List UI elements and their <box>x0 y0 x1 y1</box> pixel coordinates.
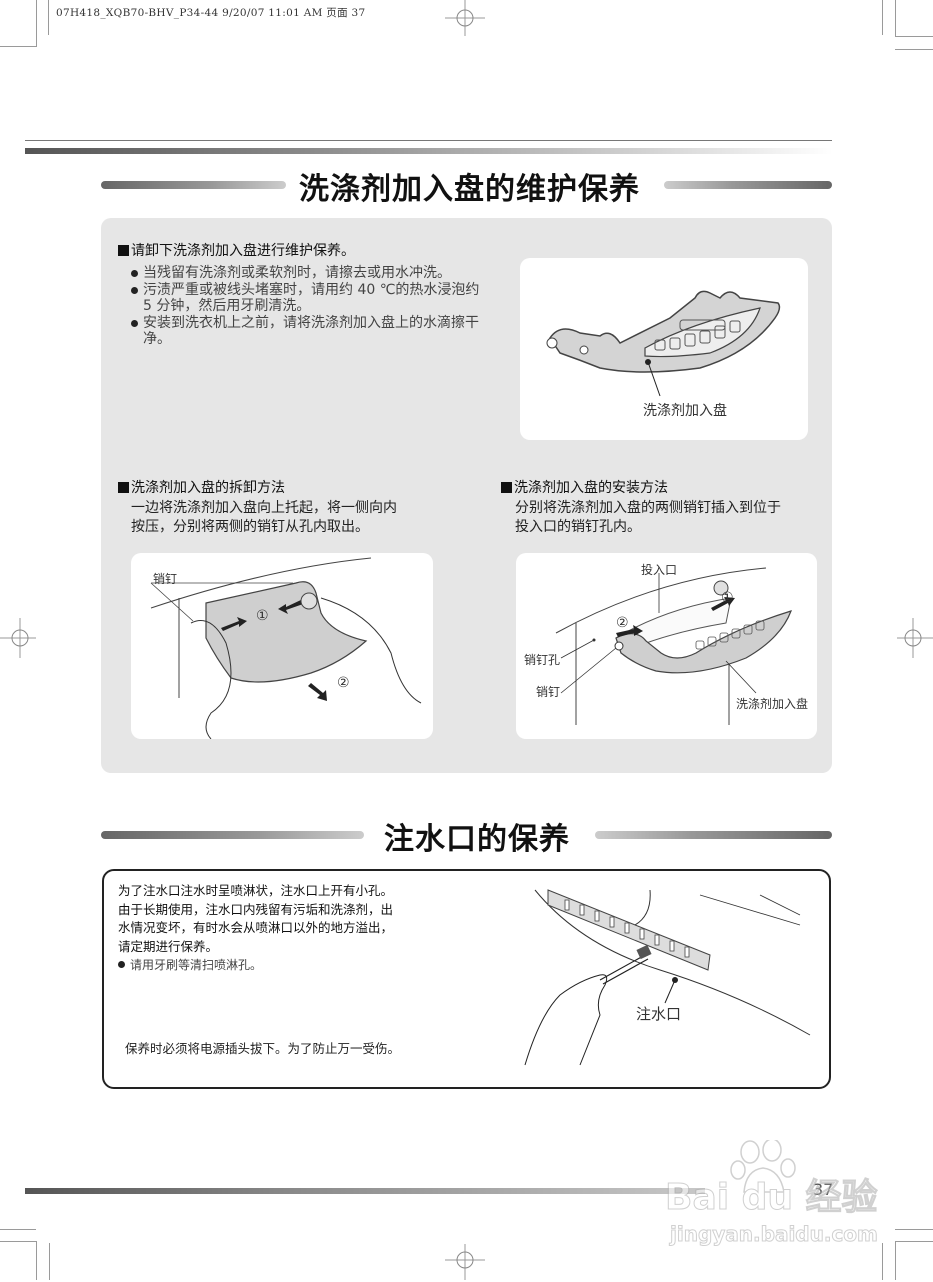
list-item-text: 安装到洗衣机上之前，请将洗涤剂加入盘上的水滴擦干净。 <box>143 314 479 348</box>
intro-heading: 请卸下洗涤剂加入盘进行维护保养。 <box>118 240 355 260</box>
footer-gradient-bar <box>25 1188 705 1194</box>
bullet-dot-icon <box>131 319 138 327</box>
crop-mark <box>895 49 933 50</box>
crop-mark <box>895 1229 933 1230</box>
water-inlet-text: 为了注水口注水时呈喷淋状，注水口上开有小孔。 由于长期使用，注水口内残留有污垢和… <box>118 882 448 975</box>
crop-mark <box>49 1243 50 1280</box>
removal-illustration <box>150 557 422 740</box>
removal-figure: 销钉 ① ② <box>131 553 433 740</box>
step-2-marker: ② <box>337 675 350 691</box>
heading-rule-left <box>101 831 364 839</box>
bullet-dot-icon <box>131 270 138 277</box>
inlet-label: 投入口 <box>641 563 678 577</box>
text-line: 水情况变坏，有时水会从喷淋口以外的地方溢出， <box>118 920 394 935</box>
crop-mark <box>895 1241 896 1280</box>
water-inlet-illustration <box>524 889 811 1066</box>
list-item-text: 污渍严重或被线头堵塞时，请用约 40 ℃的热水浸泡约 5 分钟，然后用牙刷清洗。 <box>143 281 480 315</box>
crop-mark <box>0 46 36 47</box>
crop-mark <box>895 0 896 37</box>
crop-mark <box>36 0 37 47</box>
text-line: 一边将洗涤剂加入盘向上托起，将一侧向内 <box>131 500 397 516</box>
list-item: 污渍严重或被线头堵塞时，请用约 40 ℃的热水浸泡约 5 分钟，然后用牙刷清洗。 <box>131 282 481 315</box>
install-illustration <box>555 567 792 725</box>
crop-mark <box>895 1241 933 1242</box>
print-slug: 07H418_XQB70-BHV_P34-44 9/20/07 11:01 AM… <box>56 7 366 19</box>
paw-print-icon <box>730 1140 796 1193</box>
text-line: 由于长期使用，注水口内残留有污垢和洗涤剂，出 <box>118 901 394 917</box>
text-line: 为了注水口注水时呈喷淋状，注水口上开有小孔。 <box>118 883 394 898</box>
install-text: 分别将洗涤剂加入盘的两侧销钉插入到位于投入口的销钉孔内。 <box>515 499 781 537</box>
removal-text: 一边将洗涤剂加入盘向上托起，将一侧向内按压，分别将两侧的销钉从孔内取出。 <box>131 499 397 537</box>
tray-label: 洗涤剂加入盘 <box>643 403 727 419</box>
text-line: 请定期进行保养。 <box>118 938 219 954</box>
removal-heading: 洗涤剂加入盘的拆卸方法 <box>118 477 285 497</box>
intro-bullet-list: 当残留有洗涤剂或柔软剂时，请擦去或用水冲洗。 污渍严重或被线头堵塞时，请用约 4… <box>131 265 481 348</box>
section-title: 注水口的保养 <box>384 822 570 857</box>
crop-mark <box>48 0 49 35</box>
header-rule <box>25 140 832 141</box>
list-item: 当残留有洗涤剂或柔软剂时，请擦去或用水冲洗。 <box>131 265 481 282</box>
removal-heading-text: 洗涤剂加入盘的拆卸方法 <box>131 480 285 496</box>
crop-mark <box>895 36 933 37</box>
bullet-dot-icon <box>131 286 138 294</box>
pin-label: 销钉 <box>536 685 561 699</box>
registration-mark-icon <box>0 618 36 658</box>
water-inlet-label: 注水口 <box>636 1005 682 1023</box>
crop-mark <box>882 1243 883 1280</box>
list-item-text: 当残留有洗涤剂或柔软剂时，请擦去或用水冲洗。 <box>143 265 451 281</box>
crop-mark <box>0 1229 36 1230</box>
water-inlet-box <box>102 869 831 1089</box>
square-bullet-icon <box>501 482 512 493</box>
square-bullet-icon <box>118 482 129 493</box>
baidu-watermark: Bai du 经验 jingyan.baidu.com <box>660 1140 880 1270</box>
install-heading-text: 洗涤剂加入盘的安装方法 <box>514 480 668 496</box>
heading-rule-right <box>664 181 832 189</box>
step-1-marker: ① <box>721 590 734 606</box>
text-line: 分别将洗涤剂加入盘的两侧销钉插入到位于 <box>515 500 781 516</box>
tray-figure: 洗涤剂加入盘 <box>520 258 808 440</box>
install-figure: 投入口 销钉孔 销钉 洗涤剂加入盘 ② ① <box>516 553 817 739</box>
text-line: 按压，分别将两侧的销钉从孔内取出。 <box>131 519 369 535</box>
heading-rule-left <box>101 181 286 189</box>
watermark-brand: Bai du 经验 <box>665 1177 879 1219</box>
watermark-url: jingyan.baidu.com <box>670 1222 879 1247</box>
registration-mark-icon <box>445 0 485 36</box>
detergent-tray-illustration <box>546 290 781 397</box>
bullet-dot-icon <box>118 961 125 968</box>
step-1-marker: ① <box>256 608 269 624</box>
intro-heading-text: 请卸下洗涤剂加入盘进行维护保养。 <box>131 243 355 259</box>
page-number: 37 <box>813 1180 834 1199</box>
header-gradient-bar <box>25 148 833 154</box>
list-item-text: 请用牙刷等清扫喷淋孔。 <box>130 958 263 972</box>
pin-label: 销钉 <box>153 572 178 586</box>
heading-rule-right <box>595 831 832 839</box>
crop-mark <box>36 1241 37 1280</box>
install-heading: 洗涤剂加入盘的安装方法 <box>501 477 668 497</box>
tray-label: 洗涤剂加入盘 <box>736 697 809 711</box>
step-2-marker: ② <box>616 615 629 631</box>
safety-warning: 保养时必须将电源插头拔下。为了防止万一受伤。 <box>125 1041 401 1056</box>
registration-mark-icon <box>897 618 933 658</box>
text-line: 投入口的销钉孔内。 <box>515 519 641 535</box>
list-item: 请用牙刷等清扫喷淋孔。 <box>118 956 448 975</box>
square-bullet-icon <box>118 245 129 256</box>
pin-hole-label: 销钉孔 <box>524 653 561 667</box>
list-item: 安装到洗衣机上之前，请将洗涤剂加入盘上的水滴擦干净。 <box>131 315 481 348</box>
crop-mark <box>882 0 883 35</box>
registration-mark-icon <box>445 1244 485 1280</box>
crop-mark <box>0 1241 36 1242</box>
section-title: 洗涤剂加入盘的维护保养 <box>299 172 640 207</box>
